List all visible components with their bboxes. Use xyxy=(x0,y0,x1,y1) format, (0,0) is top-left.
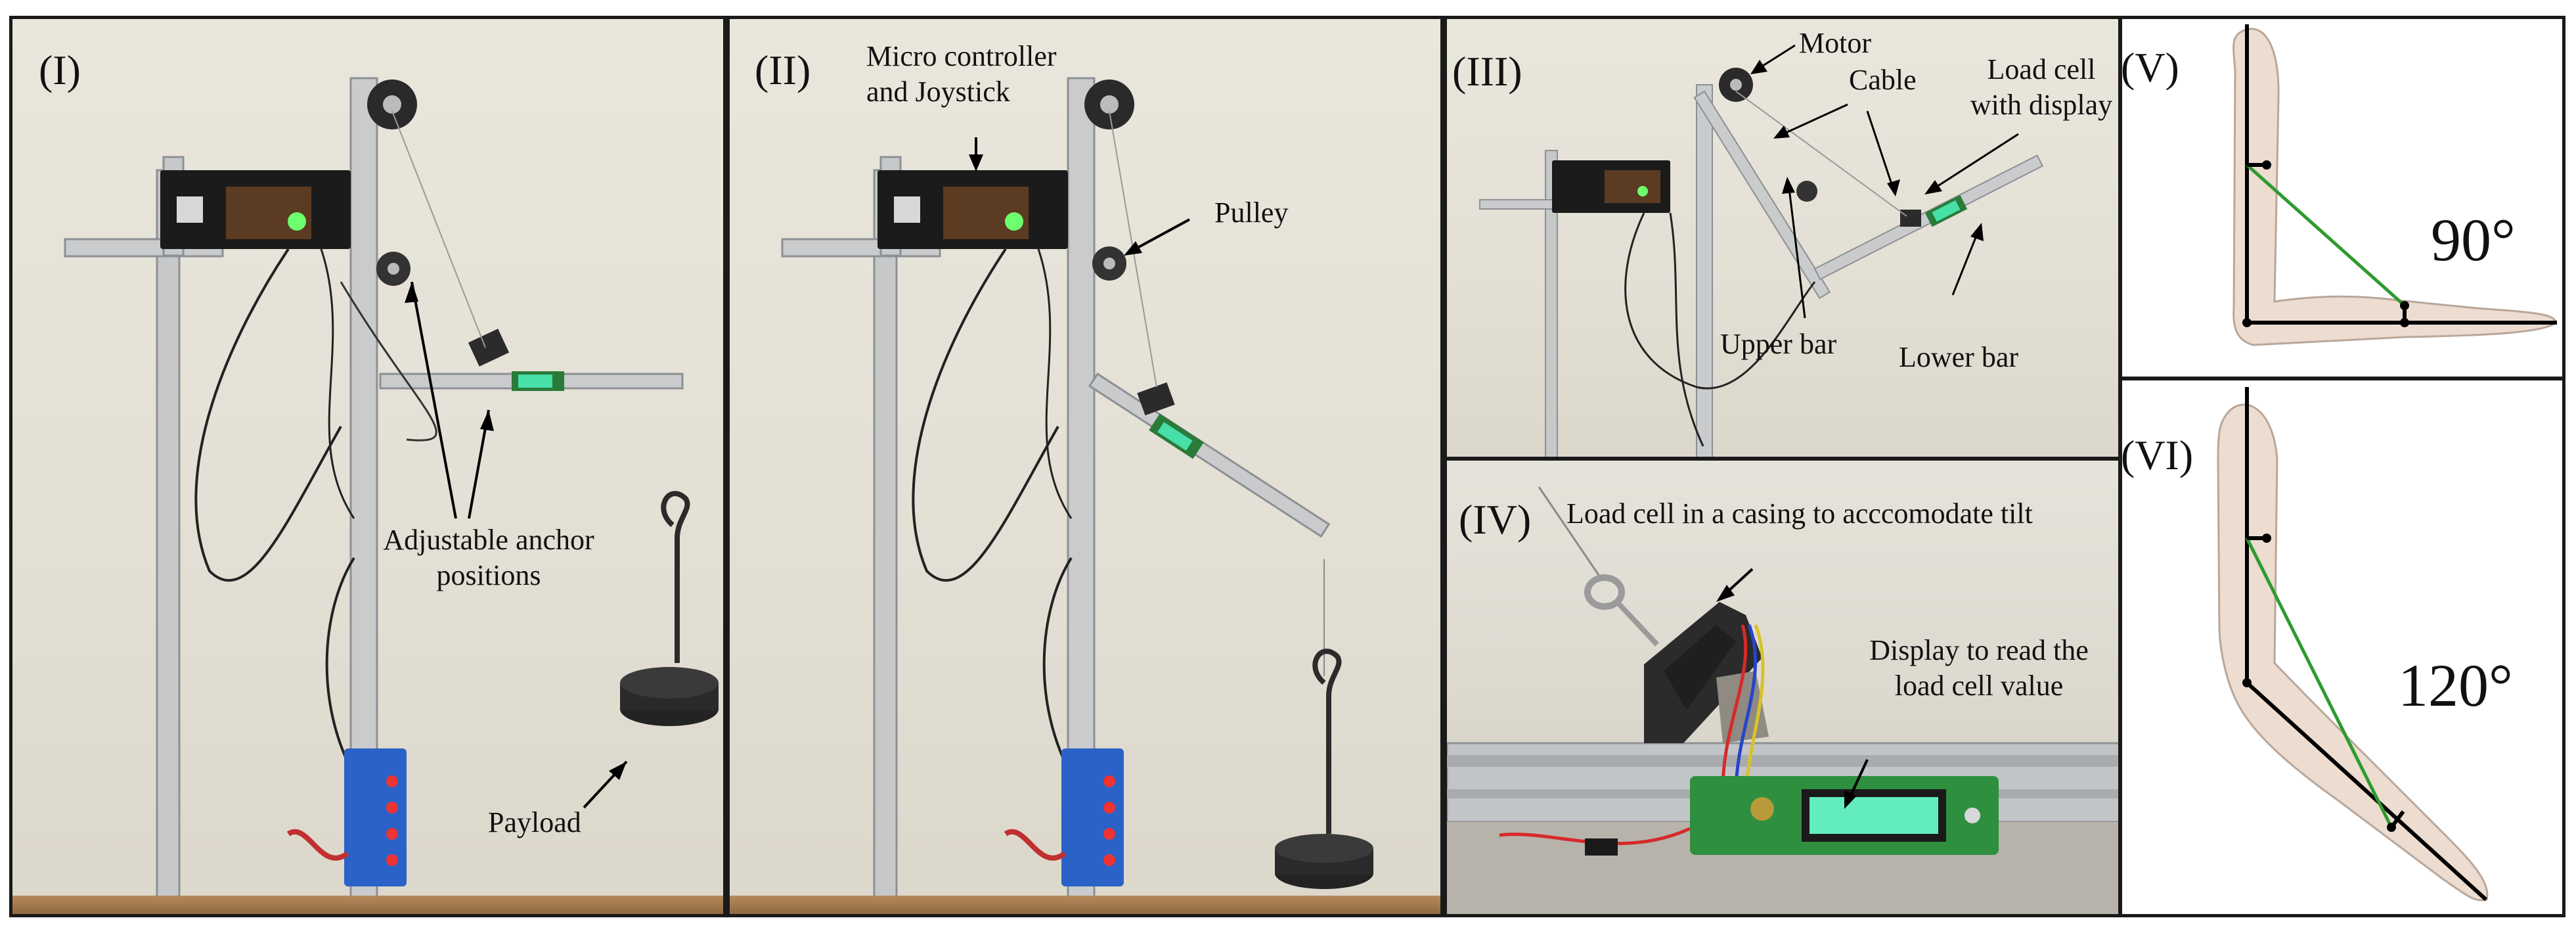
eye-bolt xyxy=(1584,574,1625,610)
anchor-point-lower xyxy=(2400,301,2409,310)
annotation-payload: Payload xyxy=(488,806,581,838)
annotation-micro-controller: Micro controller xyxy=(866,40,1057,72)
panel-label: (VI) xyxy=(2121,432,2194,478)
annotation-and-joystick: and Joystick xyxy=(866,76,1010,108)
cable-line xyxy=(2246,164,2406,307)
left-pole xyxy=(156,169,181,907)
annotation-upper-bar: Upper bar xyxy=(1720,328,1837,360)
panel-i-photo: (I) Adjustable anchor positions Payload xyxy=(9,16,726,917)
annotation-positions: positions xyxy=(436,559,541,591)
panel-iv-photo: (IV) Load cell in a casing to acccomodat… xyxy=(1444,457,2121,917)
angle-label: 120° xyxy=(2398,652,2513,719)
panel-label: (III) xyxy=(1452,48,1522,95)
arm-diagram-120 xyxy=(2217,387,2489,902)
forearm-bone xyxy=(2245,681,2488,902)
angle-label: 90° xyxy=(2431,206,2516,273)
load-cell-casing xyxy=(468,329,510,367)
led xyxy=(288,212,306,231)
annotation-lower-bar: Lower bar xyxy=(1899,341,2019,373)
panel-v-diagram: (V) 90° xyxy=(2119,16,2565,380)
panel-label: (II) xyxy=(755,47,811,93)
anchor-point-lower xyxy=(2387,823,2396,832)
panel-ii-photo: (II) Micro controller and Joystick Pulle… xyxy=(726,16,1444,917)
panel-label: (IV) xyxy=(1459,496,1532,543)
payload-hook xyxy=(661,491,690,663)
panel-vi-diagram: (VI) 120° xyxy=(2119,377,2565,917)
annotation-load-cell: Load cell xyxy=(1987,53,2096,85)
driver-box xyxy=(344,748,407,886)
annotation-load-cell-value: load cell value xyxy=(1894,670,2064,702)
upper-arm-shape xyxy=(2232,28,2557,346)
panel-ii-scene xyxy=(781,77,1373,907)
annotation-adjustable-anchor: Adjustable anchor xyxy=(383,524,594,556)
elbow-joint xyxy=(2242,318,2252,327)
panel-label: (I) xyxy=(39,47,81,93)
annotation-pulley: Pulley xyxy=(1214,196,1289,229)
annotation-display-to-read: Display to read the xyxy=(1869,634,2089,666)
elbow-joint xyxy=(2242,678,2252,687)
lower-bar-tilted xyxy=(1088,372,1331,538)
cable-line xyxy=(2245,537,2393,829)
annotation-cable: Cable xyxy=(1849,64,1917,96)
floor xyxy=(12,896,723,914)
panel-i-scene xyxy=(64,77,719,907)
panel-iii-photo: (III) Motor Cable Load cell with display… xyxy=(1444,16,2121,460)
joystick xyxy=(177,196,203,223)
annotation-load-cell-casing: Load cell in a casing to acccomodate til… xyxy=(1566,497,2033,530)
arm-diagram-90 xyxy=(2232,24,2557,346)
floor xyxy=(730,896,1440,914)
anchor-point-upper xyxy=(2262,160,2271,170)
anchor-point-upper xyxy=(2262,534,2271,543)
annotation-motor: Motor xyxy=(1799,27,1871,59)
panel-iv-scene xyxy=(1447,486,2118,914)
panel-label: (V) xyxy=(2121,44,2179,91)
arm-shape xyxy=(2217,403,2489,902)
annotation-with-display: with display xyxy=(1970,89,2113,121)
panel-iii-scene xyxy=(1479,44,2044,457)
